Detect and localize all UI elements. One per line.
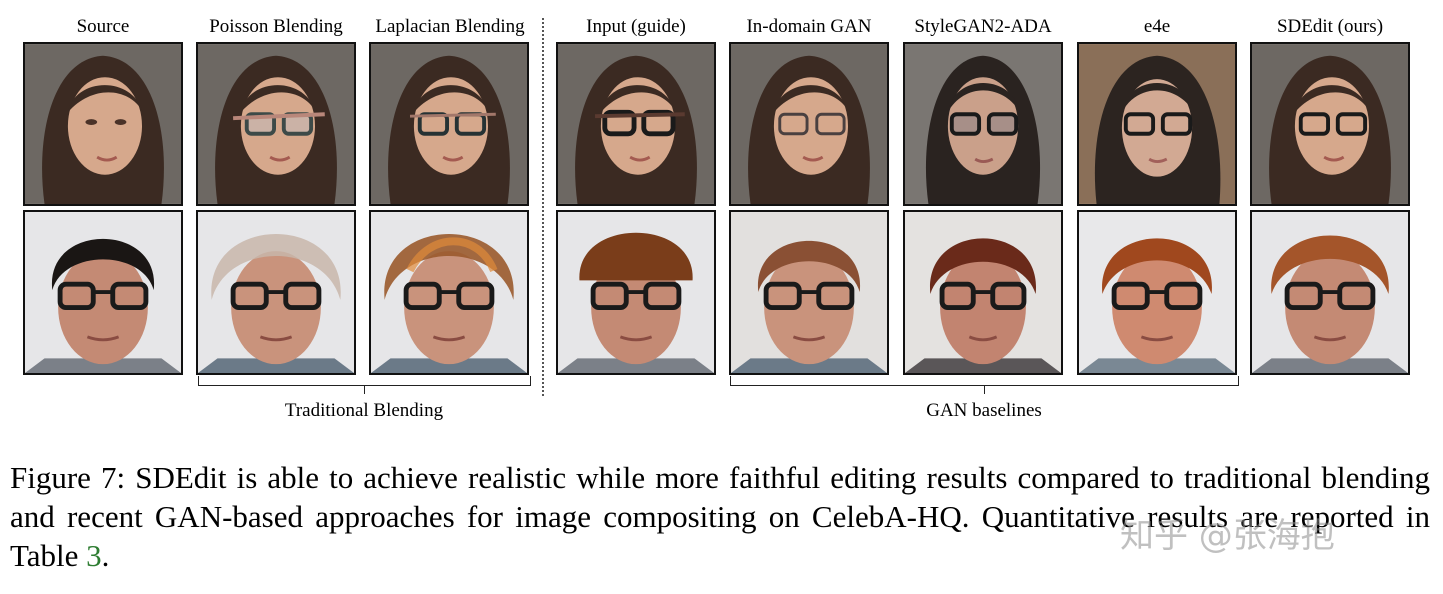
panel-man-poisson: [196, 210, 356, 375]
panel-man-source: [23, 210, 183, 375]
bracket-traditional-blending: [198, 376, 531, 386]
woman-face-image: [731, 44, 887, 204]
man-face-image: [25, 212, 181, 373]
column-label-laplacian: Laplacian Blending: [375, 16, 525, 37]
caption-end: .: [101, 538, 110, 573]
woman-face-image: [905, 44, 1061, 204]
panel-woman-source: [23, 42, 183, 206]
figure-caption: Figure 7: SDEdit is able to achieve real…: [10, 458, 1430, 575]
watermark: 知乎 @张海抱: [1120, 516, 1335, 556]
panel-man-in-domain-gan: [729, 210, 889, 375]
panel-man-input-guide: [556, 210, 716, 375]
panel-man-stylegan2-ada: [903, 210, 1063, 375]
bracket-tick-traditional: [364, 386, 365, 394]
panel-woman-e4e: [1077, 42, 1237, 206]
column-label-input-guide: Input (guide): [586, 16, 686, 37]
panel-woman-sdedit: [1250, 42, 1410, 206]
man-face-image: [371, 212, 527, 373]
bracket-tick-gan: [984, 386, 985, 394]
column-divider: [542, 18, 544, 396]
column-label-sdedit: SDEdit (ours): [1276, 16, 1384, 37]
man-face-image: [905, 212, 1061, 373]
panel-woman-stylegan2-ada: [903, 42, 1063, 206]
woman-face-image: [371, 44, 527, 204]
bracket-gan-baselines: [730, 376, 1239, 386]
column-label-stylegan2-ada: StyleGAN2-ADA: [914, 16, 1052, 37]
column-label-e4e: e4e: [1143, 16, 1171, 37]
panel-man-sdedit: [1250, 210, 1410, 375]
column-label-source: Source: [76, 16, 130, 37]
group-label-traditional-blending: Traditional Blending: [284, 400, 444, 421]
caption-text: Figure 7: SDEdit is able to achieve real…: [10, 460, 1430, 573]
man-face-image: [1252, 212, 1408, 373]
panel-man-laplacian: [369, 210, 529, 375]
woman-face-image: [1252, 44, 1408, 204]
panel-woman-input-guide: [556, 42, 716, 206]
group-label-gan-baselines: GAN baselines: [926, 400, 1042, 421]
woman-face-image: [198, 44, 354, 204]
woman-face-image: [25, 44, 181, 204]
panel-woman-laplacian: [369, 42, 529, 206]
man-face-image: [558, 212, 714, 373]
man-face-image: [1079, 212, 1235, 373]
man-face-image: [198, 212, 354, 373]
column-label-poisson: Poisson Blending: [209, 16, 343, 37]
panel-woman-poisson: [196, 42, 356, 206]
table-reference-link[interactable]: 3: [86, 538, 102, 573]
woman-face-image: [558, 44, 714, 204]
woman-face-image: [1079, 44, 1235, 204]
panel-man-e4e: [1077, 210, 1237, 375]
column-label-in-domain-gan: In-domain GAN: [746, 16, 872, 37]
panel-woman-in-domain-gan: [729, 42, 889, 206]
man-face-image: [731, 212, 887, 373]
